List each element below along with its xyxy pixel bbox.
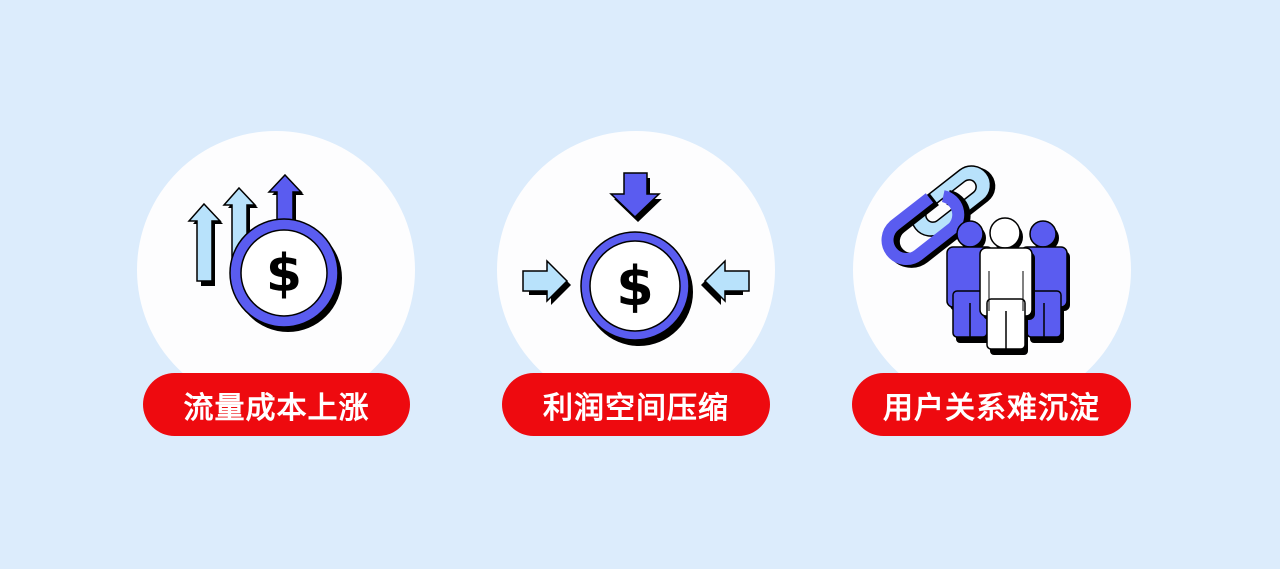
card-label: 用户关系难沉淀 [883, 390, 1100, 426]
card-profit-margin: $ 利润空间压缩 [497, 131, 777, 441]
dollar-compressed-arrows-icon: $ [522, 172, 750, 346]
svg-text:$: $ [616, 255, 654, 318]
card-traffic-cost: $ 流量成本上涨 [137, 131, 417, 441]
dollar-rising-arrows-icon: $ [187, 173, 342, 332]
svg-text:$: $ [266, 244, 302, 304]
card-label: 利润空间压缩 [543, 390, 729, 426]
label-pill: 用户关系难沉淀 [852, 373, 1131, 436]
users-chain-link-icon [881, 165, 1070, 355]
card-user-retention: 用户关系难沉淀 [852, 131, 1133, 441]
label-pill: 利润空间压缩 [502, 373, 770, 436]
label-pill: 流量成本上涨 [143, 373, 410, 436]
card-label: 流量成本上涨 [183, 390, 370, 426]
